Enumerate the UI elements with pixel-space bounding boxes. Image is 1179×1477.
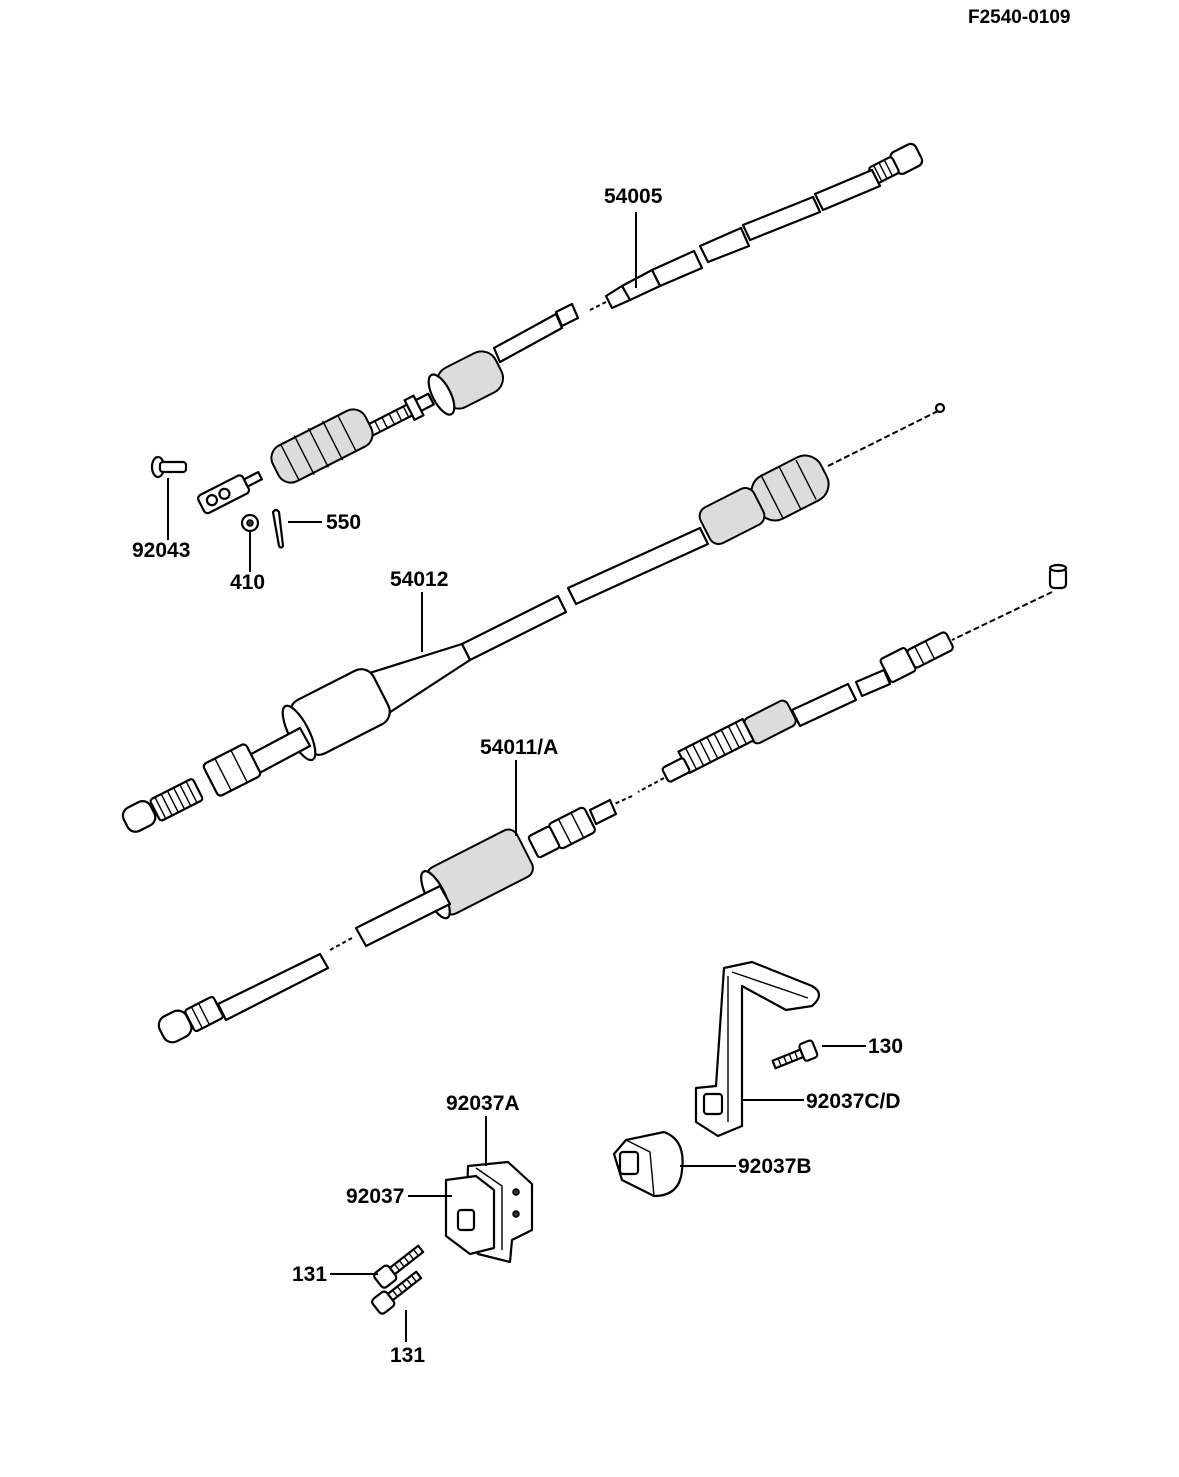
- label-550: 550: [326, 511, 361, 534]
- label-131-lower: 131: [390, 1344, 425, 1367]
- label-92037b: 92037B: [738, 1155, 812, 1178]
- clamp-92037b[interactable]: [612, 1130, 684, 1198]
- cable-54011a[interactable]: [155, 563, 1068, 1046]
- label-54012: 54012: [390, 568, 448, 591]
- label-410: 410: [230, 571, 265, 594]
- label-130: 130: [868, 1035, 903, 1058]
- cotter-pin-550[interactable]: [271, 508, 285, 549]
- bolt-130[interactable]: [771, 1039, 819, 1073]
- diagram-code: F2540-0109: [968, 7, 1070, 28]
- label-54011a: 54011/A: [480, 736, 558, 759]
- label-92037: 92037: [346, 1185, 404, 1208]
- pin-92043[interactable]: [150, 455, 188, 479]
- label-92043: 92043: [132, 539, 190, 562]
- bolt-131-lower[interactable]: [371, 1268, 425, 1315]
- clamp-92037[interactable]: [444, 1174, 496, 1256]
- bolt-131-upper[interactable]: [373, 1242, 427, 1289]
- label-54005: 54005: [604, 185, 663, 208]
- cable-54005[interactable]: [197, 142, 924, 515]
- cable-54012[interactable]: [120, 402, 946, 835]
- washer-410[interactable]: [240, 513, 260, 533]
- clamp-92037cd[interactable]: [694, 960, 821, 1138]
- label-131-upper: 131: [292, 1263, 327, 1286]
- label-92037a: 92037A: [446, 1092, 520, 1115]
- label-92037cd: 92037C/D: [806, 1090, 901, 1113]
